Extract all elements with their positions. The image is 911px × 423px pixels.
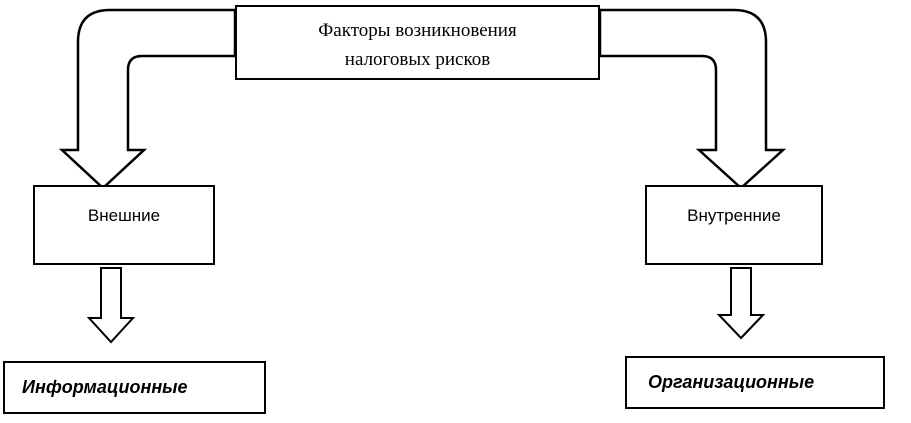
internal-box: Внутренние — [645, 185, 823, 265]
external-label: Внешние — [87, 206, 161, 225]
organizational-label: Организационные — [648, 372, 815, 392]
down-arrow-internal — [716, 267, 766, 340]
internal-label: Внутренние — [687, 206, 781, 225]
down-arrow-external — [86, 267, 136, 344]
informational-box: Информационные — [3, 361, 266, 414]
title-line-1: Факторы возникновения — [318, 20, 517, 41]
bent-arrow-right — [598, 8, 787, 190]
title-box: Факторы возникновения налоговых рисков — [235, 5, 600, 80]
bent-arrow-left — [58, 8, 237, 190]
informational-label: Информационные — [22, 377, 188, 397]
title-line-2: налоговых рисков — [344, 49, 491, 70]
organizational-box: Организационные — [625, 356, 885, 409]
external-box: Внешние — [33, 185, 215, 265]
